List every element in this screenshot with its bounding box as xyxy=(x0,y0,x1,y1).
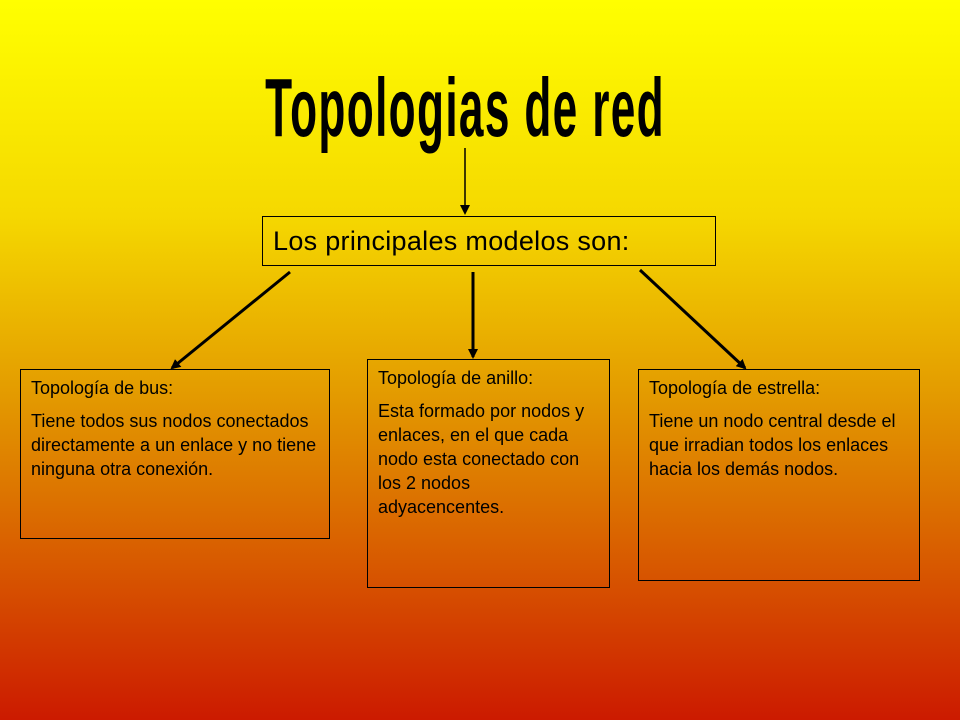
title-text: Topologias de red xyxy=(265,62,665,154)
star-description: Tiene un nodo central desde el que irrad… xyxy=(649,411,896,479)
bus-heading: Topología de bus: xyxy=(31,378,174,398)
box-star-topology: Topología de estrella: Tiene un nodo cen… xyxy=(638,369,920,581)
diagram-title: Topologias de red xyxy=(240,48,690,158)
box-bus-topology: Topología de bus: Tiene todos sus nodos … xyxy=(20,369,330,539)
bus-description: Tiene todos sus nodos conectados directa… xyxy=(31,411,317,479)
arrow-main-to-star xyxy=(638,268,747,370)
main-box-text: Los principales modelos son: xyxy=(273,226,630,256)
ring-description: Esta formado por nodos y enlaces, en el … xyxy=(378,401,585,517)
main-box: Los principales modelos son: xyxy=(262,216,716,266)
arrow-main-to-bus xyxy=(170,270,291,370)
ring-heading: Topología de anillo: xyxy=(378,368,534,388)
star-heading: Topología de estrella: xyxy=(649,378,821,398)
box-ring-topology: Topología de anillo: Esta formado por no… xyxy=(367,359,610,588)
